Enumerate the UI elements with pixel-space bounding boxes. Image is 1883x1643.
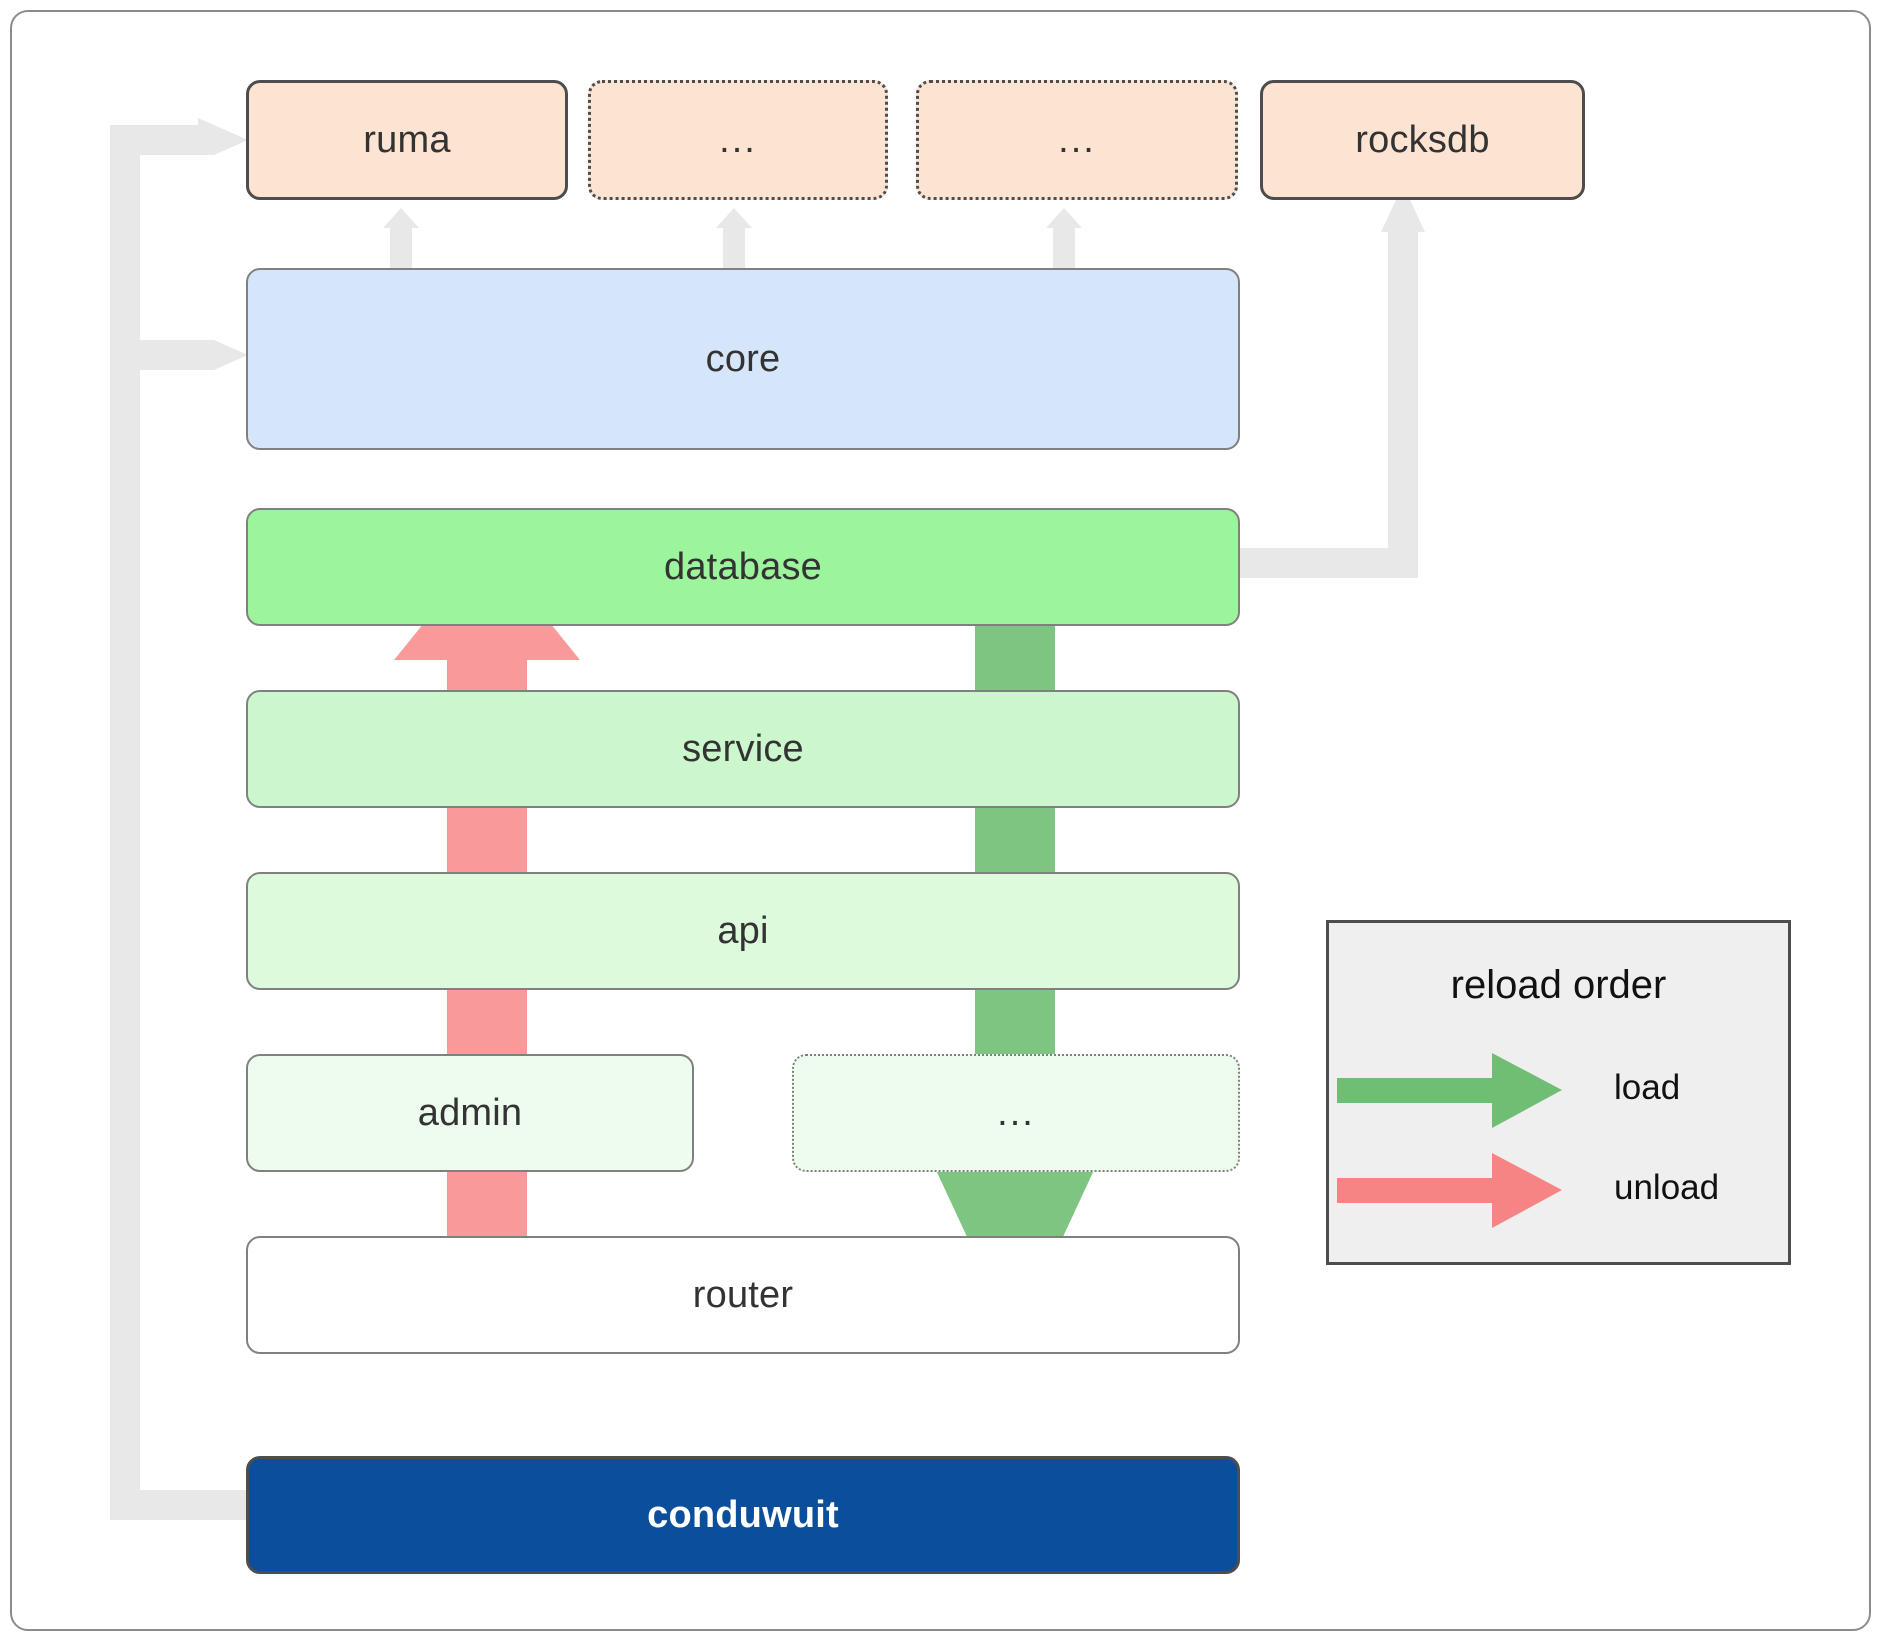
legend-box: reload order load unload bbox=[1326, 920, 1791, 1265]
node-rocksdb[interactable]: rocksdb bbox=[1260, 80, 1585, 200]
node-admin[interactable]: admin bbox=[246, 1054, 694, 1172]
node-top-ellipsis-1[interactable]: ... bbox=[588, 80, 888, 200]
node-router[interactable]: router bbox=[246, 1236, 1240, 1354]
legend-arrow-load bbox=[1337, 1053, 1562, 1128]
dependency-connector-rocksdb bbox=[1228, 185, 1425, 578]
node-core-label: core bbox=[705, 337, 781, 380]
legend-label-load: load bbox=[1614, 1068, 1681, 1107]
node-api[interactable]: api bbox=[246, 872, 1240, 990]
node-top-ellipsis-1-label: ... bbox=[719, 118, 757, 161]
node-database[interactable]: database bbox=[246, 508, 1240, 626]
node-top-ellipsis-2[interactable]: ... bbox=[916, 80, 1238, 200]
node-rocksdb-label: rocksdb bbox=[1355, 118, 1490, 161]
node-service-label: service bbox=[682, 727, 804, 770]
node-ruma[interactable]: ruma bbox=[246, 80, 568, 200]
node-conduwuit-label: conduwuit bbox=[647, 1493, 839, 1536]
node-service[interactable]: service bbox=[246, 690, 1240, 808]
node-admin-label: admin bbox=[417, 1091, 523, 1134]
legend-label-unload: unload bbox=[1614, 1168, 1720, 1207]
node-ruma-label: ruma bbox=[363, 118, 451, 161]
node-stack-ellipsis-label: ... bbox=[997, 1091, 1035, 1134]
legend-title: reload order bbox=[1450, 963, 1667, 1007]
core-to-top-arrows bbox=[383, 208, 1082, 270]
node-core[interactable]: core bbox=[246, 268, 1240, 450]
node-conduwuit[interactable]: conduwuit bbox=[246, 1456, 1240, 1574]
node-top-ellipsis-2-label: ... bbox=[1058, 118, 1096, 161]
node-database-label: database bbox=[664, 545, 822, 588]
node-api-label: api bbox=[717, 909, 769, 952]
node-stack-ellipsis[interactable]: ... bbox=[792, 1054, 1240, 1172]
node-router-label: router bbox=[692, 1273, 794, 1316]
legend-arrow-unload bbox=[1337, 1153, 1562, 1228]
